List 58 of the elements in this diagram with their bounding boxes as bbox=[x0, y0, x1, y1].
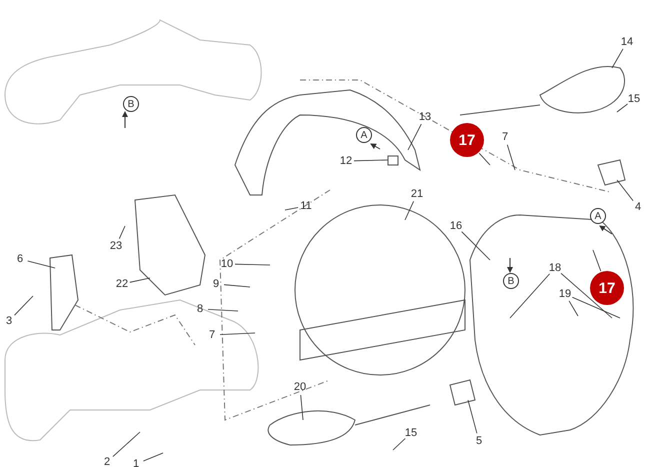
callout-number: 14 bbox=[620, 36, 634, 48]
callout-number: 6 bbox=[16, 253, 24, 265]
callout-number: 22 bbox=[116, 278, 128, 290]
leader-line bbox=[392, 438, 406, 450]
leader-line bbox=[234, 264, 270, 266]
leader-line bbox=[118, 226, 126, 240]
callout-number: 7 bbox=[208, 329, 216, 341]
callout-number: 8 bbox=[196, 303, 204, 315]
callout-number: 7 bbox=[502, 131, 508, 143]
leader-line bbox=[220, 332, 256, 335]
callout-number: 11 bbox=[300, 200, 312, 212]
callout-number: 15 bbox=[628, 93, 640, 105]
leader-line bbox=[506, 144, 516, 170]
reference-letter: B bbox=[123, 96, 139, 112]
leader-line bbox=[404, 200, 414, 220]
leader-line bbox=[284, 207, 298, 210]
callout-number: 20 bbox=[294, 381, 306, 393]
callout-number: 16 bbox=[450, 220, 462, 232]
callout-number: 19 bbox=[558, 288, 572, 300]
callout-number: 23 bbox=[110, 240, 122, 252]
reference-letter: B bbox=[503, 273, 519, 289]
torque-badge: 17 bbox=[590, 271, 624, 305]
leader-line bbox=[408, 124, 422, 150]
callout-number: 13 bbox=[418, 111, 432, 123]
callout-number: 21 bbox=[410, 188, 424, 200]
leader-line bbox=[612, 48, 624, 68]
leader-line bbox=[14, 296, 34, 316]
torque-badge: 17 bbox=[450, 123, 484, 157]
callout-number: 1 bbox=[132, 458, 140, 467]
leader-line bbox=[616, 104, 628, 112]
callout-number: 10 bbox=[220, 258, 234, 270]
leader-line bbox=[592, 250, 602, 272]
leader-line bbox=[112, 432, 140, 457]
leader-line bbox=[572, 296, 620, 318]
leader-line bbox=[300, 394, 304, 420]
leader-line bbox=[560, 272, 612, 318]
callout-number: 5 bbox=[476, 435, 482, 447]
leader-line bbox=[27, 260, 56, 268]
reference-letter: A bbox=[590, 208, 606, 224]
callout-number: 9 bbox=[212, 278, 220, 290]
callout-number: 3 bbox=[6, 315, 12, 327]
callout-number: 18 bbox=[548, 262, 562, 274]
leader-line bbox=[616, 180, 634, 202]
callout-number: 15 bbox=[404, 427, 418, 439]
leader-line bbox=[568, 300, 578, 316]
leader-line bbox=[461, 231, 490, 260]
leader-line bbox=[224, 284, 250, 288]
callout-number: 12 bbox=[340, 155, 352, 167]
leader-line bbox=[143, 452, 164, 462]
leader-line bbox=[468, 400, 478, 434]
leader-line bbox=[354, 160, 388, 162]
leader-line bbox=[208, 309, 238, 312]
leader-line bbox=[129, 278, 150, 283]
reference-letter: A bbox=[356, 127, 372, 143]
callout-number: 4 bbox=[634, 201, 642, 213]
leader-line bbox=[510, 274, 550, 318]
leader-line bbox=[478, 152, 490, 166]
callout-number: 2 bbox=[104, 456, 110, 467]
